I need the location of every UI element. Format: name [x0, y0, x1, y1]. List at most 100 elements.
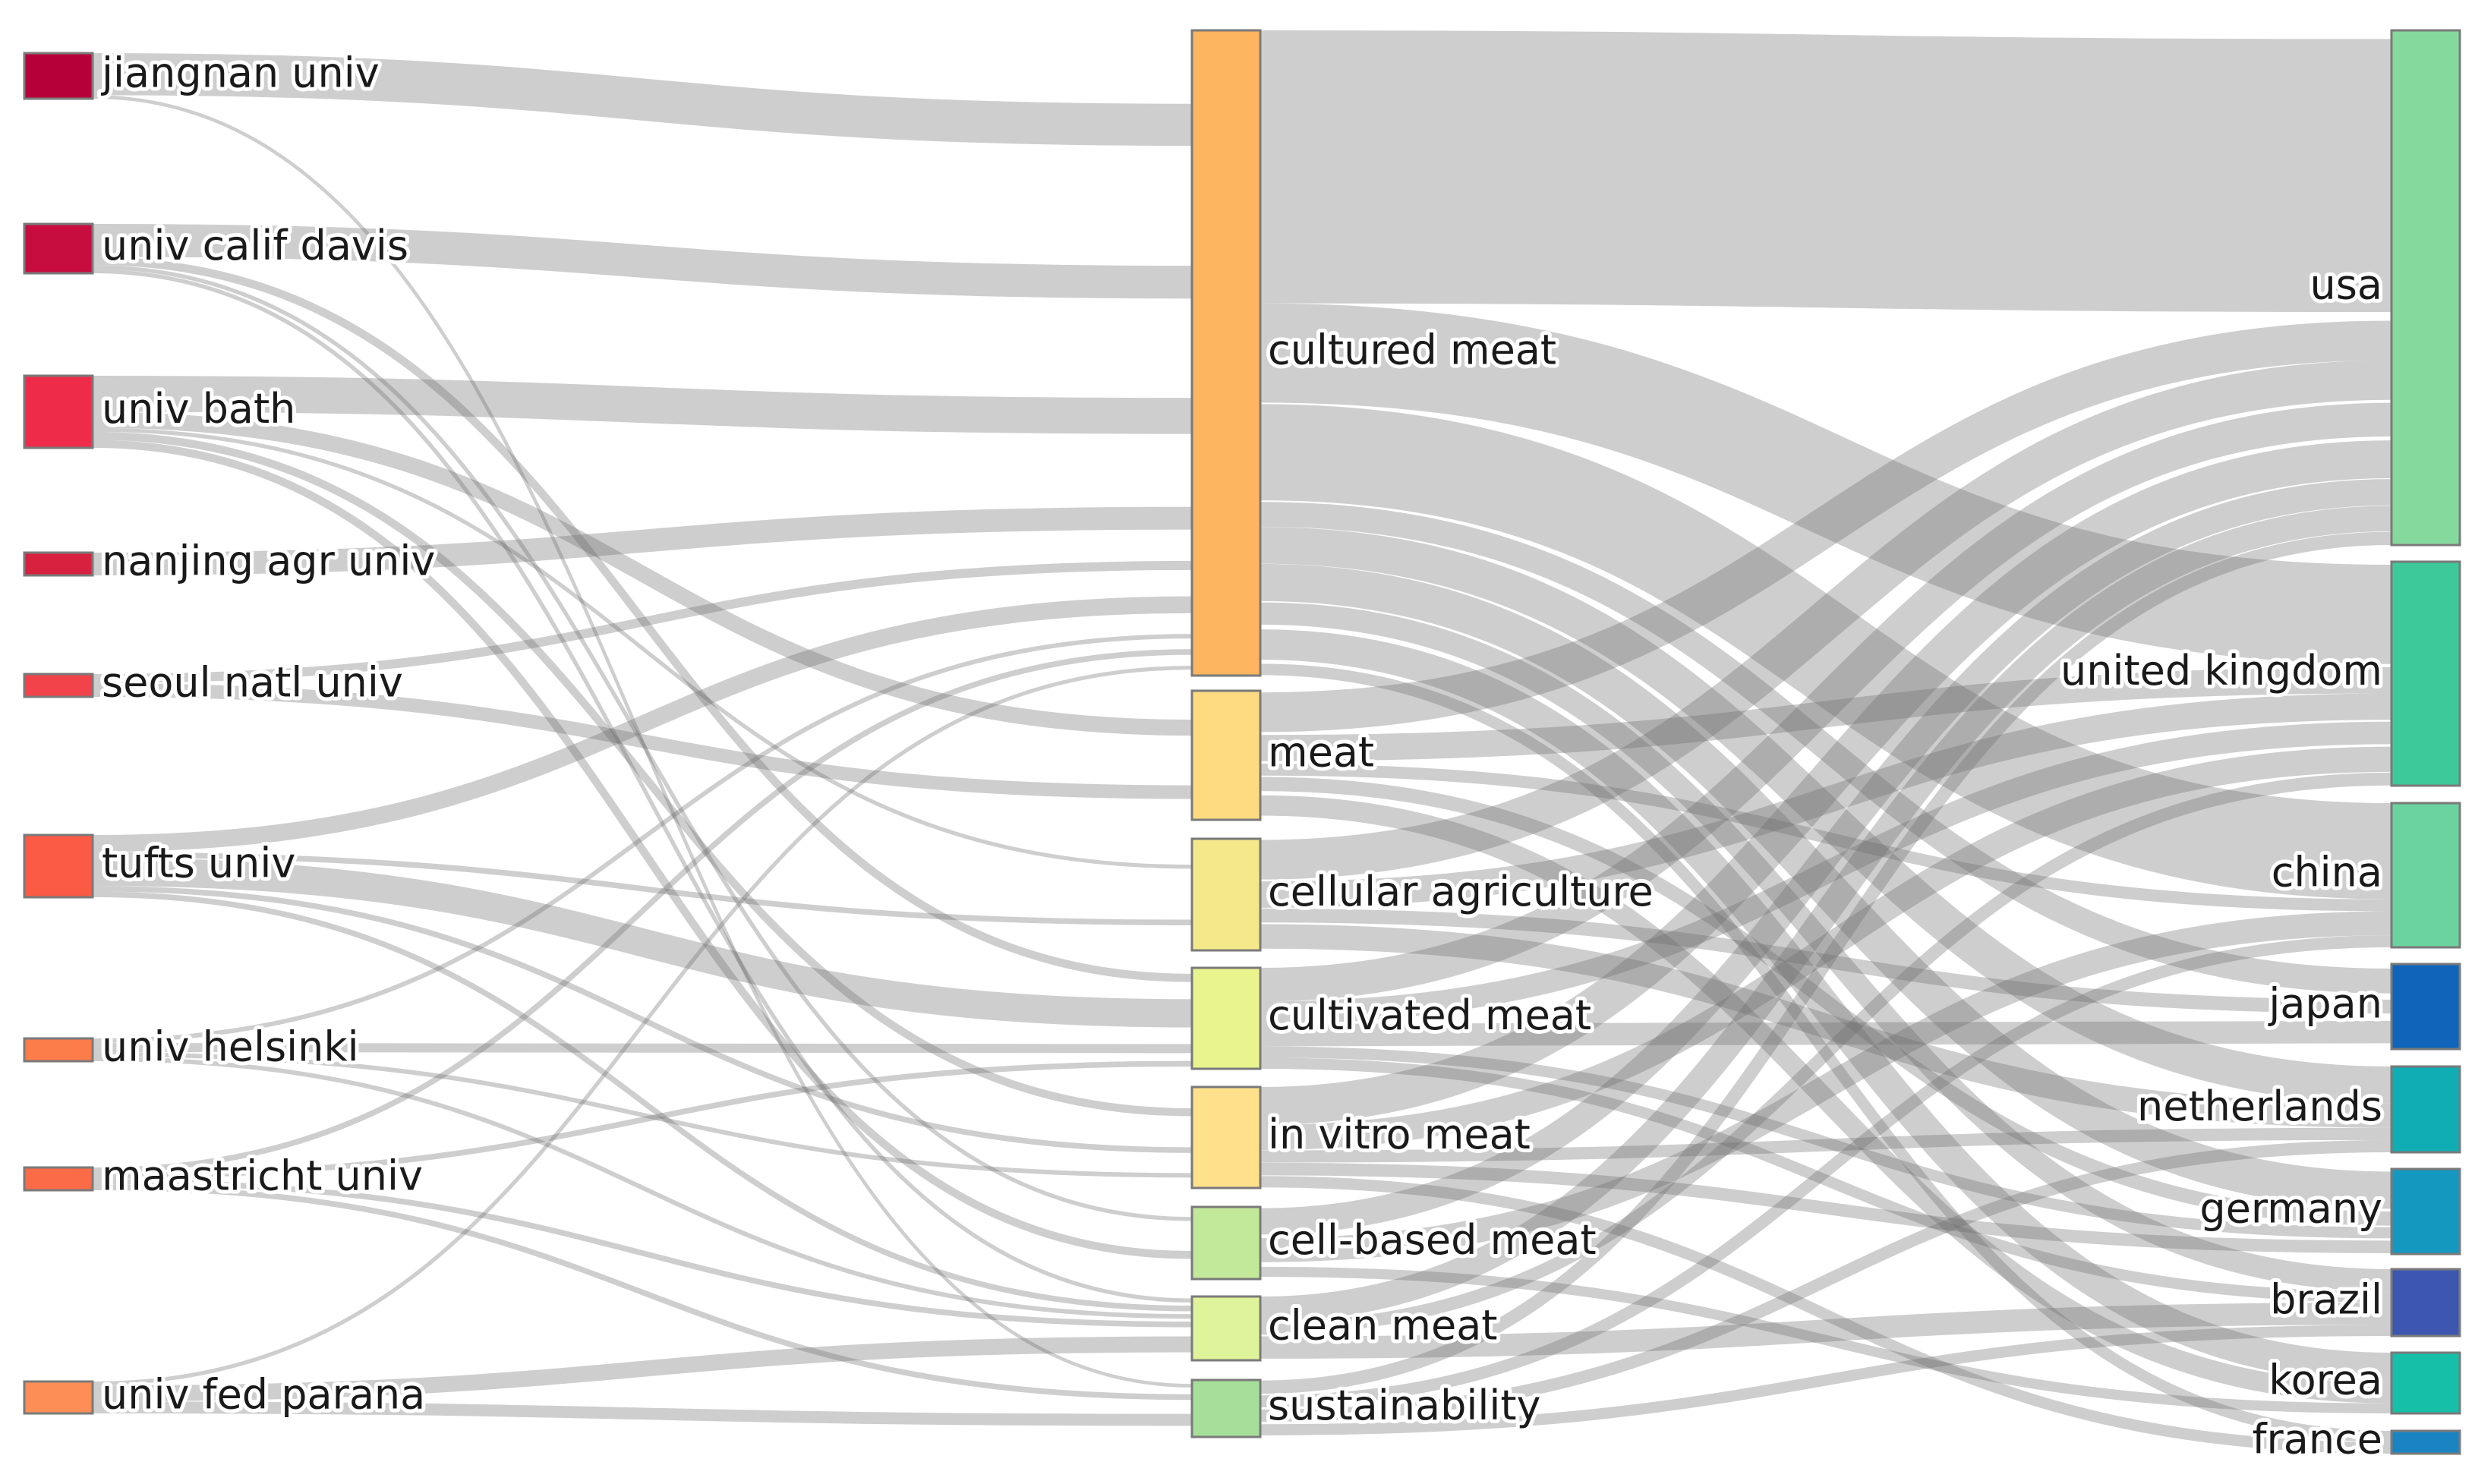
node-helsinki — [23, 1037, 94, 1063]
node-sustainability — [1190, 1378, 1262, 1438]
link-cellular_ag-to-uk — [1260, 693, 2392, 908]
link-cultured-to-france — [1260, 663, 2392, 1442]
node-label-cell_based: cell-based meat — [1268, 1216, 1597, 1264]
node-cellular_ag — [1190, 837, 1262, 952]
link-cultured-to-netherlands — [1260, 527, 2392, 1104]
link-bath-to-cultured — [92, 376, 1193, 434]
link-maastricht-to-sustainability — [92, 1184, 1193, 1401]
link-sustainability-to-china — [1260, 935, 2392, 1408]
link-cellular_ag-to-usa — [1260, 360, 2392, 880]
node-label-clean: clean meat — [1268, 1302, 1497, 1350]
node-tufts — [23, 833, 94, 899]
node-parana — [23, 1380, 94, 1415]
node-label-calif_davis: univ calif davis — [102, 222, 408, 269]
node-label-netherlands: netherlands — [2137, 1082, 2382, 1130]
link-cultured-to-germany — [1260, 563, 2392, 1209]
link-calif_davis-to-clean — [92, 269, 1193, 1303]
node-label-usa: usa — [2310, 261, 2382, 309]
link-seoul-to-meat — [92, 683, 1193, 799]
node-label-jiangnan: jiangnan univ — [101, 49, 380, 97]
link-cultured-to-korea — [1260, 629, 2392, 1383]
link-in_vitro-to-uk — [1260, 746, 2392, 1151]
link-clean-to-usa — [1260, 506, 2392, 1322]
node-jiangnan — [23, 52, 94, 100]
link-calif_davis-to-cultivated — [92, 257, 1193, 982]
node-calif_davis — [23, 222, 94, 275]
node-china — [2390, 802, 2461, 949]
link-helsinki-to-clean — [92, 1057, 1193, 1319]
link-cultivated-to-brazil — [1260, 1057, 2392, 1303]
node-label-china: china — [2272, 849, 2382, 896]
link-tufts-to-clean — [92, 891, 1193, 1312]
node-seoul — [23, 673, 94, 698]
link-tufts-to-cultivated — [92, 857, 1193, 1028]
link-meat-to-usa — [1260, 320, 2392, 733]
link-cultured-to-uk — [1260, 303, 2392, 664]
link-parana-to-clean — [92, 1336, 1193, 1402]
node-label-nanjing: nanjing agr univ — [102, 537, 435, 585]
link-tufts-to-in_vitro — [92, 886, 1193, 1153]
link-maastricht-to-cultivated — [92, 1060, 1193, 1179]
links-layer — [92, 30, 2392, 1454]
link-sustainability-to-netherlands — [1260, 1139, 2392, 1422]
link-calif_davis-to-cultured — [92, 224, 1193, 299]
link-nanjing-to-cultured — [92, 506, 1193, 575]
link-bath-to-meat — [92, 411, 1193, 736]
link-tufts-to-cellular_ag — [92, 852, 1193, 925]
node-label-korea: korea — [2268, 1356, 2382, 1404]
link-parana-to-cultured — [92, 666, 1193, 1386]
link-bath-to-cellular_ag — [92, 427, 1193, 869]
link-cultured-to-japan — [1260, 502, 2392, 994]
node-maastricht — [23, 1166, 94, 1192]
node-cultured — [1190, 29, 1262, 677]
link-meat-to-germany — [1260, 777, 2392, 1226]
node-label-brazil: brazil — [2270, 1276, 2382, 1324]
link-meat-to-china — [1260, 763, 2392, 912]
node-label-cultured: cultured meat — [1268, 326, 1556, 374]
node-label-cellular_ag: cellular agriculture — [1268, 868, 1654, 915]
link-cultured-to-china — [1260, 404, 2392, 900]
link-sustainability-to-brazil — [1260, 1325, 2392, 1435]
link-cellular_ag-to-netherlands — [1260, 924, 2392, 1128]
node-germany — [2390, 1167, 2461, 1256]
node-usa — [2390, 29, 2461, 547]
link-cultured-to-usa — [1260, 30, 2392, 313]
link-calif_davis-to-cell_based — [92, 265, 1193, 1221]
link-meat-to-uk — [1260, 666, 2392, 761]
link-in_vitro-to-usa — [1260, 440, 2392, 1125]
link-seoul-to-cultured — [92, 560, 1193, 683]
node-nanjing — [23, 551, 94, 577]
node-label-japan: japan — [2268, 980, 2382, 1028]
link-tufts-to-cultured — [92, 596, 1193, 852]
node-label-germany: germany — [2199, 1185, 2382, 1233]
link-cultivated-to-usa — [1260, 402, 2392, 1002]
node-france — [2390, 1429, 2461, 1455]
link-cell_based-to-china — [1260, 911, 2392, 1262]
node-label-tufts: tufts univ — [102, 840, 295, 887]
node-label-uk: united kingdom — [2060, 647, 2382, 695]
node-label-meat: meat — [1268, 729, 1374, 777]
node-label-maastricht: maastricht univ — [102, 1152, 423, 1200]
link-clean-to-brazil — [1260, 1303, 2392, 1359]
link-in_vitro-to-netherlands — [1260, 1127, 2392, 1163]
node-netherlands — [2390, 1065, 2461, 1154]
link-cultivated-to-uk — [1260, 721, 2392, 1024]
node-label-in_vitro: in vitro meat — [1268, 1111, 1531, 1158]
link-jiangnan-to-sustainability — [92, 95, 1193, 1388]
link-cell_based-to-korea — [1260, 1266, 2392, 1413]
node-uk — [2390, 560, 2461, 787]
node-brazil — [2390, 1268, 2461, 1337]
node-cell_based — [1190, 1205, 1262, 1281]
nodes-layer — [23, 29, 2461, 1455]
node-clean — [1190, 1295, 1262, 1362]
link-bath-to-cell_based — [92, 440, 1193, 1259]
node-in_vitro — [1190, 1085, 1262, 1189]
link-maastricht-to-clean — [92, 1179, 1193, 1328]
link-in_vitro-to-france — [1260, 1176, 2392, 1454]
node-label-parana: univ fed parana — [102, 1371, 425, 1419]
node-meat — [1190, 689, 1262, 821]
node-cultivated — [1190, 966, 1262, 1070]
link-meat-to-korea — [1260, 795, 2392, 1404]
